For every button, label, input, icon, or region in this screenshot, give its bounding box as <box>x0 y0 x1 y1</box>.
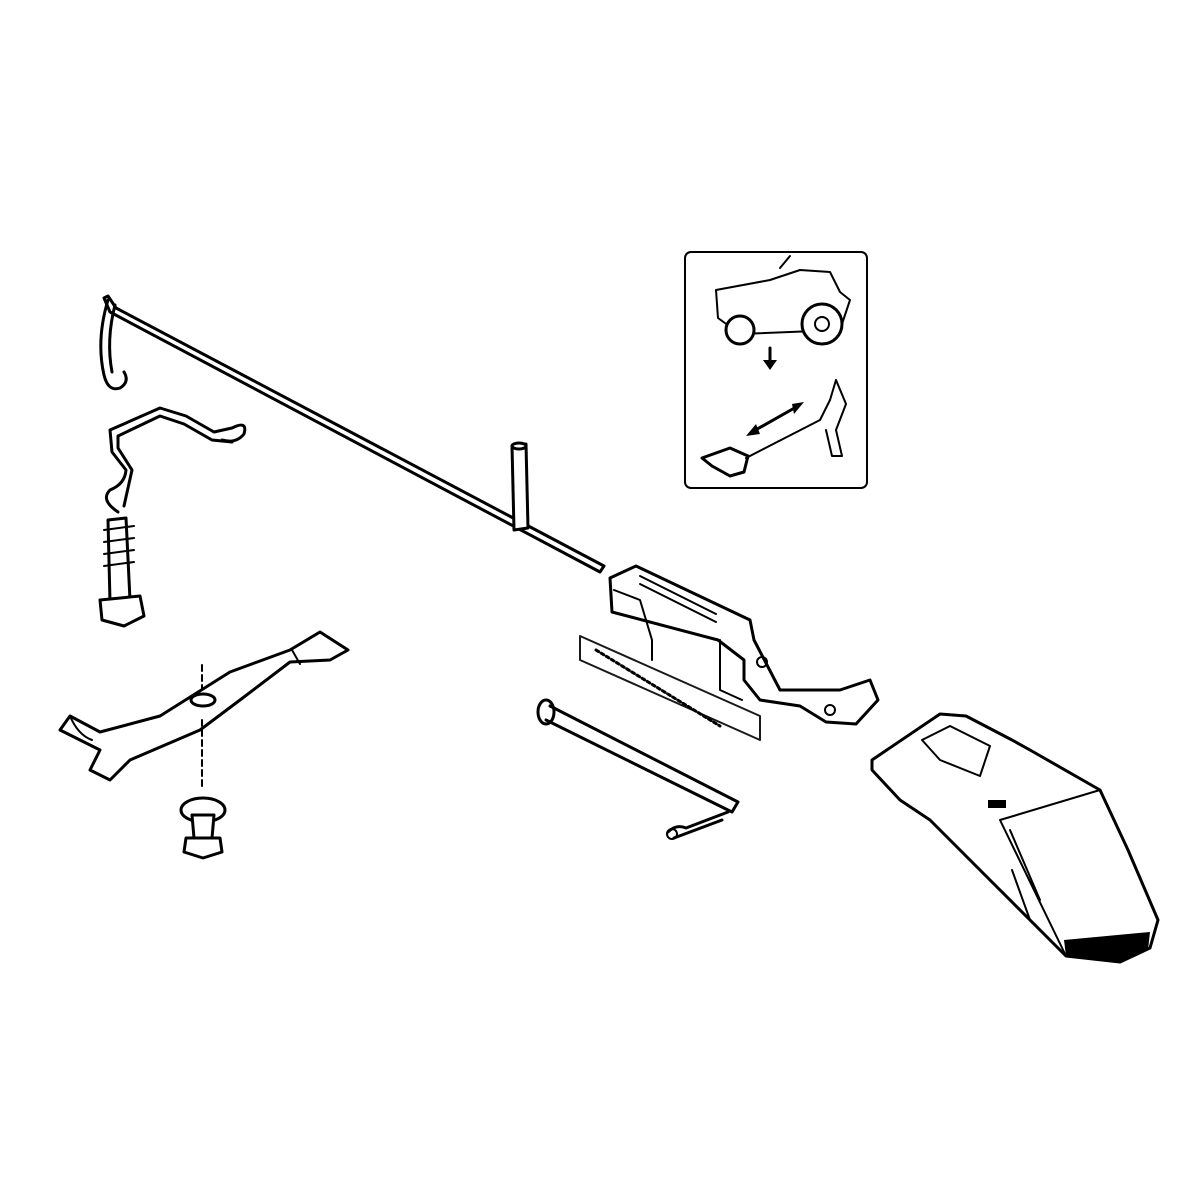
lift-rod <box>99 294 606 574</box>
chute-bracket <box>608 564 880 726</box>
blade-bolt <box>179 796 227 860</box>
hanger-bracket <box>104 406 247 514</box>
pivot-rod <box>536 698 740 814</box>
double-arrow-icon <box>750 404 800 434</box>
lever-icon <box>745 379 847 459</box>
spacer-pin <box>510 441 530 532</box>
riding-mower-icon <box>715 255 851 346</box>
mower-blade <box>58 630 350 791</box>
shoulder-bolt <box>98 516 146 628</box>
cotter-pin <box>666 810 730 840</box>
chute-icon <box>700 446 750 478</box>
installation-inset <box>684 251 868 489</box>
mulching-chute <box>870 712 1160 964</box>
spring <box>579 635 761 741</box>
